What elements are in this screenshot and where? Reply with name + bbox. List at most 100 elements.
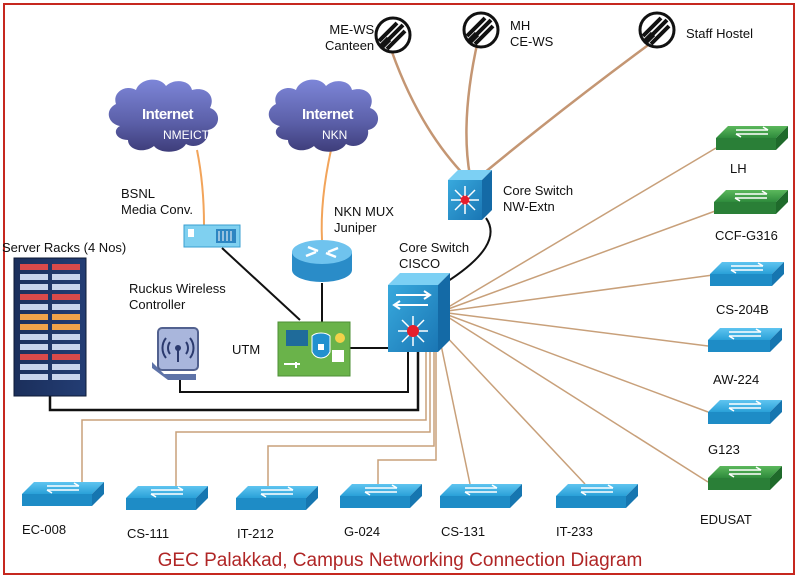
bottom-switches (22, 482, 638, 510)
wireless-antenna-icon-mh (462, 11, 500, 49)
cable-mh-core (465, 39, 480, 177)
rack-slot (52, 324, 80, 330)
cable-staff-core (477, 38, 656, 179)
media-conv-label: BSNL Media Conv. (121, 186, 193, 218)
core-nw-label-line2: NW-Extn (503, 199, 555, 214)
switch-icon-cs-111 (126, 486, 208, 510)
core-cisco-label-line2: CISCO (399, 256, 441, 271)
nkn-mux-label-line2: Juniper (334, 220, 377, 235)
server-racks-label: Server Racks (4 Nos) (2, 240, 127, 255)
rack-slot (52, 264, 80, 270)
core-cisco-label: Core Switch CISCO (399, 240, 469, 272)
rack-slot (52, 334, 80, 340)
nkn-mux-label-line1: NKN MUX (334, 204, 394, 219)
rack-slot (20, 374, 48, 380)
wireless-controller-icon (152, 327, 199, 380)
switch-label-cs-111: CS-111 (127, 526, 170, 541)
cloud-nkn (268, 79, 379, 152)
core-nw-label-line1: Core Switch (503, 183, 574, 198)
right-switches (708, 126, 788, 490)
media-conv-label-line1: BSNL (121, 186, 155, 201)
rack-slot (52, 294, 80, 300)
core-nw-label: Core Switch NW-Extn (503, 183, 573, 215)
ruckus-label-line1: Ruckus Wireless (129, 281, 226, 296)
switch-label-ccf-g316: CCF-G316 (715, 228, 778, 243)
rack-slot (52, 314, 80, 320)
fanout-bottom (81, 331, 586, 486)
rack-slot (20, 294, 48, 300)
fanout-right (439, 147, 719, 483)
media-converter-icon (183, 224, 241, 248)
switch-label-cs-204b: CS-204B (716, 302, 769, 317)
rack-slot (52, 364, 80, 370)
ruckus-label: Ruckus Wireless Controller (129, 281, 226, 313)
switch-label-edusat: EDUSAT (700, 512, 752, 527)
utm-label: UTM (232, 342, 261, 357)
wireless-antenna-icon-staff (638, 11, 676, 49)
switch-label-it-212: IT-212 (237, 526, 274, 541)
rack-slot (52, 354, 80, 360)
switch-icon-it-233 (556, 484, 638, 508)
site-label-staff: Staff Hostel (686, 26, 753, 41)
nkn-mux-label: NKN MUX Juniper (334, 204, 394, 236)
cloud-title-nkn: Internet (302, 106, 354, 123)
switch-label-g-024: G-024 (344, 524, 381, 539)
cable-nw-core (444, 217, 492, 284)
site-label-mh: MH CE-WS (510, 18, 553, 50)
router-icon (292, 240, 352, 282)
rack-slot (20, 274, 48, 280)
cable-nmeict-mediaconv (196, 149, 205, 226)
rack-slot (20, 334, 48, 340)
cable-mews-core (390, 51, 468, 179)
site-label-mews-line2: Canteen (325, 38, 375, 53)
switch-icon-ec-008 (22, 482, 104, 506)
rack-slot (20, 284, 48, 290)
wireless-antenna-icon-mews (374, 16, 412, 54)
switch-icon-edusat (708, 466, 782, 490)
cable-ruckus-core (179, 352, 409, 393)
switch-label-ec-008: EC-008 (22, 522, 67, 537)
cable-rack-core (48, 352, 420, 412)
switch-icon-g-024 (340, 484, 422, 508)
ruckus-label-line2: Controller (129, 297, 186, 312)
switch-label-cs-131: CS-131 (441, 524, 486, 539)
core-switch-cisco-icon (388, 273, 450, 352)
cloud-nmeict (108, 79, 219, 152)
rack-slot (20, 314, 48, 320)
rack-slot (20, 324, 48, 330)
rack-slot (52, 274, 80, 280)
utm-firewall-icon (277, 321, 351, 377)
rack-slot (52, 374, 80, 380)
cables (48, 38, 719, 486)
rack-slot (20, 364, 48, 370)
media-conv-label-line2: Media Conv. (121, 202, 194, 217)
core-switch-nw-icon (448, 170, 492, 220)
switch-label-g123: G123 (708, 442, 740, 457)
switch-label-aw-224: AW-224 (713, 372, 760, 387)
rack-slot (20, 354, 48, 360)
diagram-frame (3, 3, 795, 575)
switch-icon-g123 (708, 400, 782, 424)
rack-slot (20, 344, 48, 350)
site-label-mews: ME-WS Canteen (325, 22, 374, 54)
diagram-title: GEC Palakkad, Campus Networking Connecti… (157, 550, 643, 571)
rack-slot (20, 264, 48, 270)
core-cisco-label-line1: Core Switch (399, 240, 470, 255)
rack-slot (52, 304, 80, 310)
switch-label-it-233: IT-233 (556, 524, 593, 539)
site-label-mh-line1: MH (510, 18, 531, 33)
switch-label-lh: LH (730, 161, 747, 176)
switch-icon-it-212 (236, 486, 318, 510)
switch-icon-lh (716, 126, 788, 150)
switch-icon-cs-131 (440, 484, 522, 508)
switch-icon-cs-204b (710, 262, 784, 286)
switch-icon-aw-224 (708, 328, 782, 352)
cloud-title-nmeict: Internet (142, 106, 194, 123)
rack-slot (20, 304, 48, 310)
site-label-mh-line2: CE-WS (510, 34, 554, 49)
switch-icon-ccf-g316 (714, 190, 788, 214)
cable-mediaconv-utm (221, 247, 301, 321)
rack-slot (52, 344, 80, 350)
rack-slot (52, 284, 80, 290)
